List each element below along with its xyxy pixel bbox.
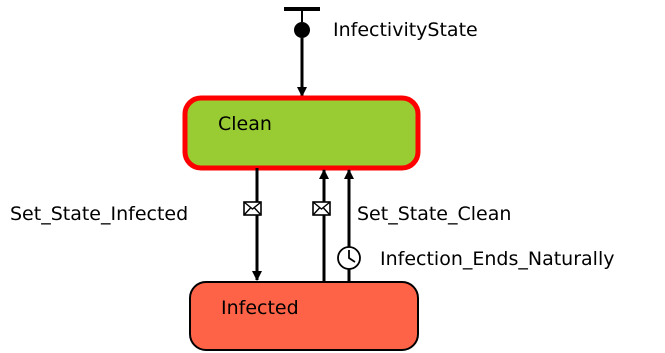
transition-set-state-infected-label: Set_State_Infected (10, 203, 188, 225)
transition-infection-ends-naturally-label: Infection_Ends_Naturally (380, 248, 614, 270)
state-clean[interactable]: Clean (182, 95, 421, 171)
state-infected[interactable]: Infected (189, 281, 419, 351)
transition-set-state-clean-label: Set_State_Clean (357, 203, 511, 225)
statechart-name: InfectivityState (333, 19, 478, 41)
state-clean-label: Clean (218, 113, 272, 135)
clock-icon (337, 246, 361, 270)
state-infected-label: Infected (221, 297, 299, 319)
envelope-icon (312, 201, 331, 216)
state-infected-box[interactable] (189, 281, 419, 351)
statechart-entry-point[interactable] (284, 7, 320, 38)
envelope-icon (243, 201, 262, 216)
state-clean-box[interactable] (182, 95, 421, 171)
